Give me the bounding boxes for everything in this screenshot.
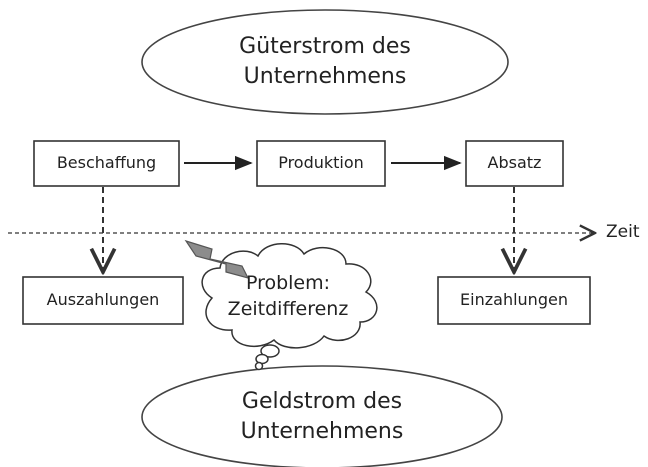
money-flow-title: Geldstrom des Unternehmens	[182, 387, 462, 447]
production-label: Produktion	[278, 153, 364, 172]
goods-flow-title-line2: Unternehmens	[243, 64, 407, 89]
money-flow-title-line1: Geldstrom des	[241, 389, 403, 414]
lightning-bolt-icon	[184, 239, 250, 279]
problem-text-line2: Zeitdifferenz	[227, 298, 349, 320]
inflow-label: Einzahlungen	[460, 290, 568, 309]
procurement-label: Beschaffung	[56, 153, 157, 172]
inflow-box	[437, 276, 591, 325]
goods-flow-oval	[141, 9, 509, 115]
problem-text-line1: Problem:	[245, 272, 331, 294]
outflow-box	[22, 276, 184, 325]
procurement-box	[33, 140, 180, 187]
goods-flow-title-line1: Güterstrom des	[239, 34, 411, 59]
sales-label: Absatz	[487, 153, 542, 172]
goods-flow-title: Güterstrom des Unternehmens	[185, 32, 465, 92]
problem-text: Problem: Zeitdifferenz	[208, 270, 368, 322]
thought-cloud-icon	[201, 243, 378, 371]
production-box	[256, 140, 386, 187]
money-flow-title-line2: Unternehmens	[240, 419, 404, 444]
timeline-label: Zeit	[606, 222, 640, 242]
outflow-label: Auszahlungen	[46, 290, 160, 309]
sales-box	[465, 140, 564, 187]
money-flow-oval	[141, 365, 503, 467]
